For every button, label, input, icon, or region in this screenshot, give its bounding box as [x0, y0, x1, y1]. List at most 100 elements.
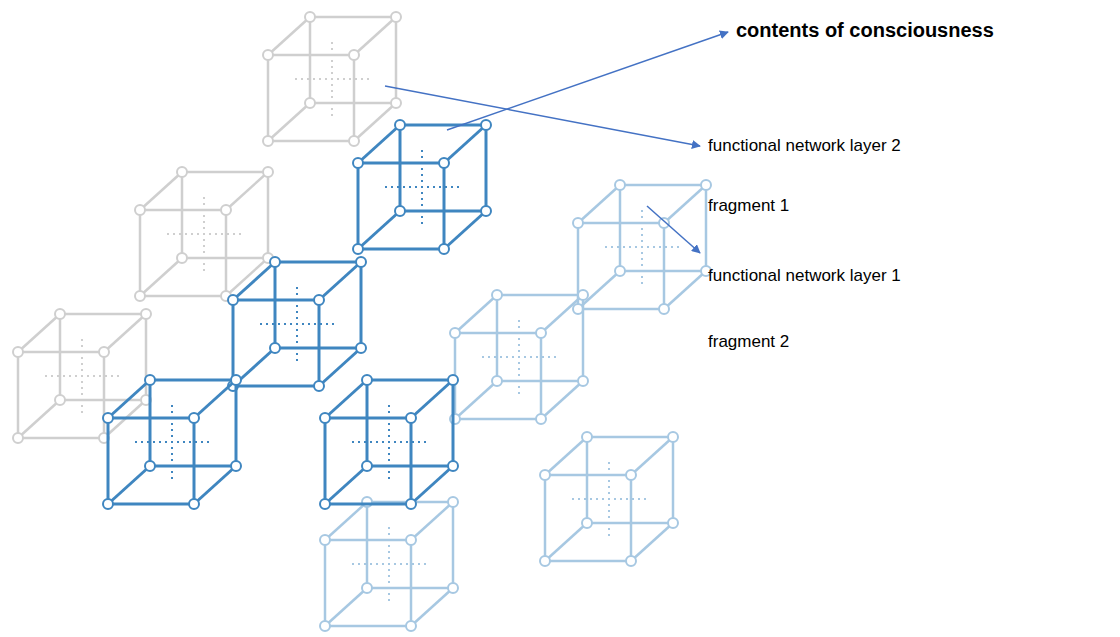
- cube-edge: [358, 162, 444, 165]
- cube-edge: [324, 540, 327, 626]
- lattice-node: [305, 98, 315, 108]
- lattice-node: [492, 290, 502, 300]
- cube-edge: [235, 380, 238, 466]
- lattice-node: [578, 376, 588, 386]
- lattice-node: [481, 206, 491, 216]
- lattice-node: [189, 413, 199, 423]
- lattice-node: [356, 343, 366, 353]
- lattice-node: [395, 120, 405, 130]
- callout-label: functional network layer 1: [708, 266, 901, 286]
- lattice-node: [349, 136, 359, 146]
- lattice-node: [540, 556, 550, 566]
- lattice-node: [582, 518, 592, 528]
- lattice-node: [270, 343, 280, 353]
- cube-edge: [325, 466, 367, 504]
- cube-edge: [411, 380, 453, 418]
- lattice-node: [135, 205, 145, 215]
- lattice-node: [573, 218, 583, 228]
- lattice-node: [439, 244, 449, 254]
- cube-edge: [275, 261, 361, 264]
- cube-edge: [268, 54, 354, 57]
- lattice-node: [135, 291, 145, 301]
- cube-edge: [140, 172, 182, 210]
- cube-edge: [497, 294, 583, 297]
- lattice-node: [536, 414, 546, 424]
- cube-edge: [140, 209, 226, 212]
- lattice-node: [103, 413, 113, 423]
- cube-edge: [325, 502, 367, 540]
- lattice-node: [406, 535, 416, 545]
- lattice-node: [659, 304, 669, 314]
- lattice-node: [314, 295, 324, 305]
- callout-label: functional network layer 2: [708, 136, 901, 156]
- cube-edge: [395, 17, 398, 103]
- lattice-node: [145, 375, 155, 385]
- lattice-node: [448, 583, 458, 593]
- callout-label: fragment 1: [708, 196, 789, 216]
- cube-edge: [485, 125, 488, 211]
- lattice-node: [362, 583, 372, 593]
- cube-edge: [455, 418, 541, 421]
- lattice-node: [536, 328, 546, 338]
- lattice-node: [481, 120, 491, 130]
- cube-inner-line: [608, 462, 610, 536]
- cube-edge: [268, 103, 310, 141]
- cube-edge: [366, 502, 369, 588]
- cube-edge: [455, 381, 497, 419]
- cube-edge: [149, 380, 152, 466]
- cube-edge: [108, 380, 150, 418]
- cube-edge: [582, 295, 585, 381]
- cube-edge: [400, 124, 486, 127]
- cube-edge: [194, 380, 236, 418]
- cube-edge: [194, 466, 236, 504]
- cube-inner-line: [518, 320, 520, 394]
- cube-edge: [664, 185, 706, 223]
- lattice-node: [231, 375, 241, 385]
- cube-edge: [360, 262, 363, 348]
- cube-edge: [358, 248, 444, 251]
- cube-edge: [182, 171, 268, 174]
- lattice-node: [450, 328, 460, 338]
- cube-edge: [108, 503, 194, 506]
- cube-edge: [455, 332, 541, 335]
- lattice-node: [492, 376, 502, 386]
- cube-edge: [226, 258, 268, 296]
- cube-edge: [545, 523, 587, 561]
- lattice-node: [320, 621, 330, 631]
- lattice-node: [448, 461, 458, 471]
- cube-edge: [630, 475, 633, 561]
- lattice-node: [540, 470, 550, 480]
- cube-inner-line: [641, 210, 643, 284]
- cube-edge: [60, 313, 146, 316]
- lattice-node: [362, 461, 372, 471]
- cube-edge: [496, 295, 499, 381]
- cube-edge: [672, 437, 675, 523]
- cube-edge: [578, 222, 664, 225]
- lattice-node: [13, 433, 23, 443]
- cube-edge: [545, 474, 631, 477]
- cube-edge: [545, 560, 631, 563]
- cube-edge: [108, 466, 150, 504]
- cube-edge: [705, 185, 708, 271]
- lattice-node: [314, 381, 324, 391]
- lattice-node: [270, 257, 280, 267]
- leader-line: [647, 206, 700, 253]
- leader-line: [447, 32, 728, 130]
- cube-edge: [444, 125, 486, 163]
- cube-edge: [452, 502, 455, 588]
- cube-edge: [354, 17, 396, 55]
- cube-edge: [318, 300, 321, 386]
- lattice-node: [448, 375, 458, 385]
- cube-edge: [145, 314, 148, 400]
- lattice-node: [177, 167, 187, 177]
- cube-edge: [578, 271, 620, 309]
- cube-edge: [267, 55, 270, 141]
- lattice-node: [615, 180, 625, 190]
- cube-edge: [108, 417, 194, 420]
- cube-edge: [103, 352, 106, 438]
- lattice-node: [448, 497, 458, 507]
- cube-inner-line: [203, 197, 205, 271]
- lattice-node: [573, 304, 583, 314]
- cube-edge: [540, 333, 543, 419]
